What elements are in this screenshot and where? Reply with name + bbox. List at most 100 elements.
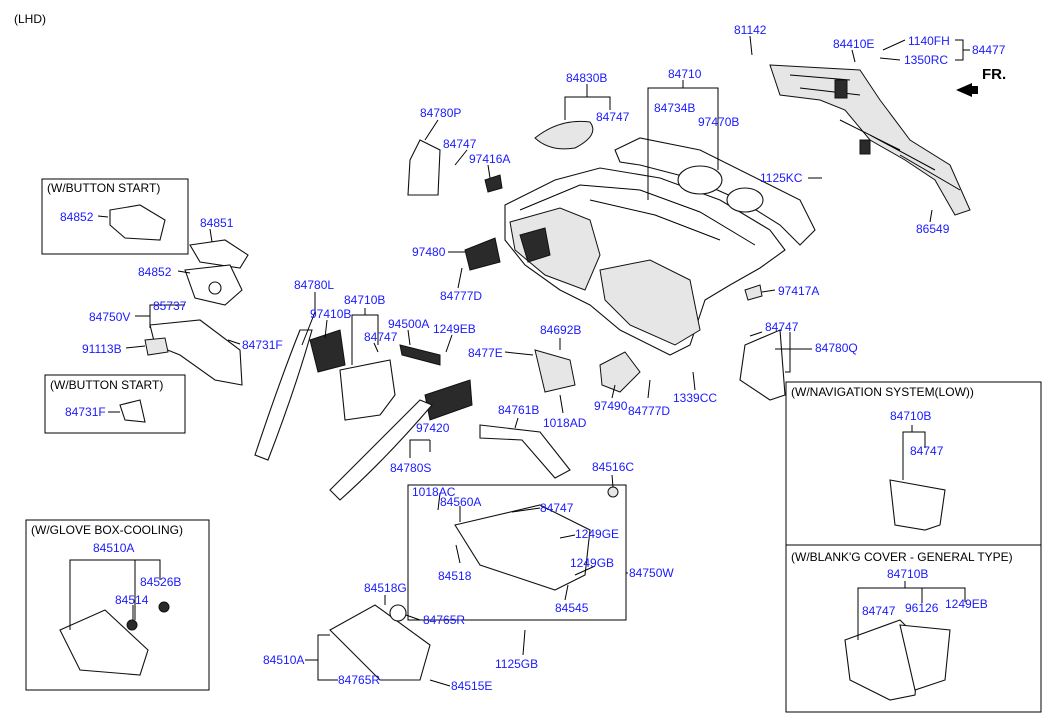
label-8477E: 8477E [468, 346, 503, 360]
ring-84765R [389, 604, 407, 622]
panel-84851 [189, 239, 249, 269]
label-84780L: 84780L [294, 278, 334, 292]
blank-cover-96126 [899, 624, 951, 691]
label-1125GB: 1125GB [495, 657, 538, 671]
label-97416A: 97416A [469, 152, 510, 166]
main-crash-pad [504, 167, 786, 356]
label-84747: 84747 [364, 330, 398, 344]
label-84710: 84710 [668, 67, 702, 81]
label-84747: 84747 [596, 110, 630, 124]
label-84545: 84545 [555, 601, 589, 615]
switch-94500A [399, 344, 441, 366]
front-arrow-icon [956, 83, 978, 97]
vent-97420 [424, 379, 473, 421]
label-97490: 97490 [594, 399, 628, 413]
label-84765R: 84765R [423, 613, 465, 627]
label-84526B: 84526B [140, 575, 181, 589]
label-84780Q: 84780Q [815, 341, 858, 355]
label-84852: 84852 [138, 265, 172, 279]
cowl-cross-member [769, 64, 971, 216]
label-1249GE: 1249GE [575, 527, 619, 541]
label-84750V: 84750V [89, 310, 130, 324]
inset-title: (W/BLANK'G COVER - GENERAL TYPE) [791, 550, 1013, 564]
defroster-duct [614, 137, 816, 246]
vent-97416A [484, 174, 503, 193]
glove-box-cooling [59, 609, 149, 676]
label-84710B: 84710B [890, 409, 931, 423]
label-94500A: 94500A [388, 317, 429, 331]
label-84747: 84747 [910, 444, 944, 458]
label-85737: 85737 [153, 299, 187, 313]
label-84747: 84747 [540, 501, 574, 515]
inset-title: (W/BUTTON START) [47, 181, 160, 195]
label-84515E: 84515E [451, 679, 492, 693]
label-91113B: 91113B [82, 342, 122, 356]
label-84710B: 84710B [344, 293, 385, 307]
label-84747: 84747 [862, 604, 896, 618]
label-84477: 84477 [972, 43, 1006, 57]
glove-box-group [407, 484, 627, 621]
label-84731F: 84731F [65, 405, 106, 419]
label-1249GB: 1249GB [570, 556, 614, 570]
label-84734B: 84734B [654, 101, 695, 115]
inset-glove-box-cooling [25, 519, 210, 691]
label-84777D: 84777D [440, 289, 482, 303]
label-84560A: 84560A [440, 495, 481, 509]
label-1018AC: 1018AC [412, 485, 456, 499]
glove-box-housing [454, 504, 591, 591]
label-81142: 81142 [734, 23, 767, 37]
part-labels: 81142 84410E 1140FH 1350RC 84477 84830B … [60, 23, 1006, 693]
label-84777D: 84777D [628, 404, 670, 418]
label-84518G: 84518G [364, 581, 407, 595]
label-96126: 96126 [905, 601, 939, 615]
label-84516C: 84516C [592, 460, 634, 474]
inset-title: (W/NAVIGATION SYSTEM(LOW)) [791, 385, 974, 399]
label-97480: 97480 [412, 245, 446, 259]
label-97410B: 97410B [310, 307, 351, 321]
label-1339CC: 1339CC [673, 391, 717, 405]
leader-lines [69, 35, 970, 687]
side-cover-left [407, 139, 441, 196]
label-1249EB: 1249EB [433, 322, 476, 336]
label-84851: 84851 [200, 216, 234, 230]
vent-97480 [464, 237, 501, 271]
label-84410E: 84410E [833, 37, 874, 51]
garnish-84780L [254, 329, 313, 461]
label-84710B: 84710B [887, 567, 928, 581]
label-84731F: 84731F [242, 338, 283, 352]
label-97417A: 97417A [778, 284, 819, 298]
label-84747: 84747 [765, 320, 799, 334]
label-1140FH: 1140FH [908, 34, 950, 48]
cooling-cap [158, 601, 170, 613]
label-84780S: 84780S [390, 461, 431, 475]
vent-97410B [309, 329, 346, 373]
damper-84516C [607, 486, 619, 498]
label-1125KC: 1125KC [760, 171, 803, 185]
label-84830B: 84830B [566, 71, 607, 85]
label-84852: 84852 [60, 210, 94, 224]
bracket-84692B [534, 349, 576, 393]
label-84514: 84514 [115, 593, 149, 607]
label-84510A: 84510A [263, 653, 304, 667]
button-hole [208, 281, 222, 295]
cover-84731F-inset [119, 399, 146, 423]
label-1350RC: 1350RC [904, 53, 948, 67]
label-1018AD: 1018AD [543, 416, 587, 430]
glove-box-84510A [329, 604, 431, 681]
label-84692B: 84692B [540, 323, 581, 337]
label-84518: 84518 [438, 569, 472, 583]
lhd-label: (LHD) [14, 12, 46, 26]
inset-button-start-2 [44, 374, 186, 434]
vent-97417A [744, 284, 763, 301]
panel-84761B [479, 424, 571, 479]
inset-title: (W/BUTTON START) [50, 378, 163, 392]
panel-84852-a [109, 204, 166, 241]
label-86549: 86549 [916, 222, 950, 236]
label-84780P: 84780P [420, 106, 461, 120]
center-fascia-84710B [339, 359, 396, 421]
inset-navigation-outer [785, 381, 1042, 713]
label-1249EB: 1249EB [945, 597, 988, 611]
label-97420: 97420 [416, 421, 450, 435]
vent-97490 [599, 351, 641, 393]
